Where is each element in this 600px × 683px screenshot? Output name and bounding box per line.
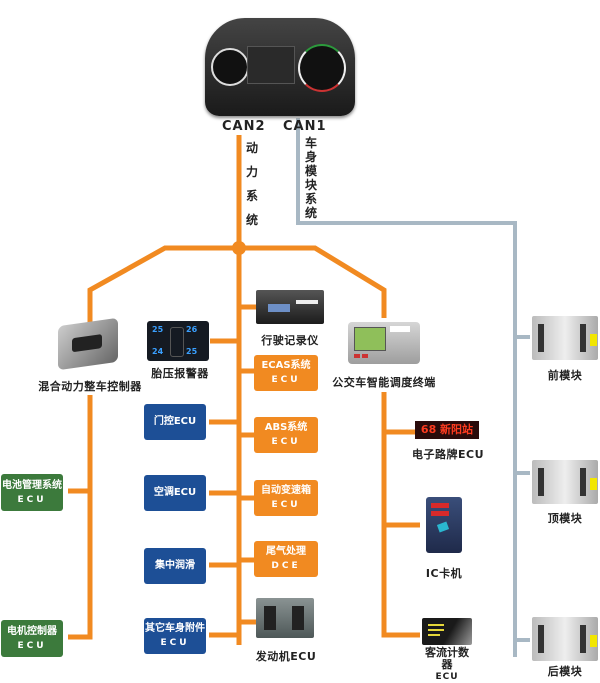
hybrid-controller-label: 混合动力整车控制器	[38, 380, 142, 393]
power-system-label: 动 力 系 统	[245, 141, 258, 227]
instrument-cluster-image	[205, 18, 355, 116]
tpms-image: 25 26 24 25	[147, 321, 209, 361]
door-ecu: 门控ECU	[144, 404, 206, 440]
dispatch-terminal-image	[348, 322, 420, 364]
dispatch-terminal-label: 公交车智能调度终端	[332, 376, 436, 389]
top-module-label: 顶模块	[547, 512, 583, 525]
cluster-display	[247, 46, 295, 84]
route-sign-label: 电子路牌ECU	[411, 448, 485, 461]
can2-power-bus	[68, 135, 420, 645]
tachograph-label: 行驶记录仪	[261, 334, 319, 347]
hybrid-controller-image	[58, 317, 118, 371]
tpms-label: 胎压报警器	[151, 367, 209, 380]
ic-card-reader-label: IC卡机	[425, 567, 463, 580]
can2-label: CAN2	[222, 119, 266, 134]
route-sign-display: 68 新阳站	[415, 421, 479, 439]
engine-ecu-image	[256, 598, 314, 638]
engine-ecu-label: 发动机ECU	[255, 650, 317, 663]
front-module-image	[532, 316, 598, 360]
can1-label: CAN1	[283, 119, 327, 134]
power-bus-junction	[232, 241, 246, 255]
speedometer-gauge	[211, 48, 249, 86]
ic-card-reader-image	[426, 497, 462, 553]
tachograph-image	[256, 290, 324, 324]
can1-body-bus	[296, 118, 517, 657]
tachometer-gauge	[298, 44, 346, 92]
front-module-label: 前模块	[547, 369, 583, 382]
passenger-counter-image	[422, 618, 472, 645]
ac-ecu: 空调ECU	[144, 475, 206, 511]
rear-module-label: 后模块	[547, 665, 583, 678]
top-module-image	[532, 460, 598, 504]
body-system-label: 车 身 模 块 系 统	[304, 136, 317, 220]
rear-module-image	[532, 617, 598, 661]
central-lubrication: 集中润滑	[144, 548, 206, 584]
